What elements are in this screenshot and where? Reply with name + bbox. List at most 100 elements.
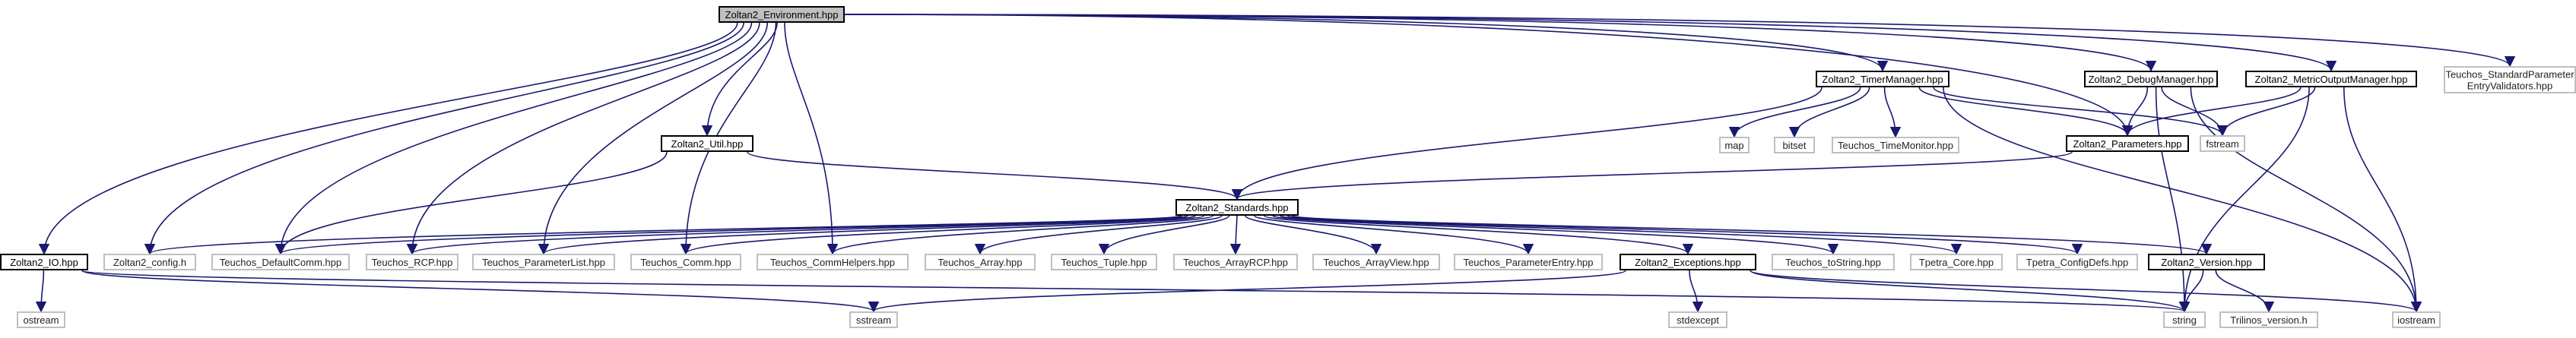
edge-timer-to-params [1918, 87, 2133, 137]
node-label-standards: Zoltan2_Standards.hpp [1185, 202, 1288, 213]
node-box-root [719, 6, 845, 23]
node-string[interactable]: string [2163, 311, 2206, 328]
node-tuple[interactable]: Teuchos_Tuple.hpp [1051, 254, 1157, 270]
node-standards[interactable]: Zoltan2_Standards.hpp [1175, 199, 1299, 216]
node-box-array [925, 254, 1036, 270]
node-version[interactable]: Zoltan2_Version.hpp [2148, 254, 2265, 270]
node-label-exceptions: Zoltan2_Exceptions.hpp [1635, 257, 1740, 268]
node-io[interactable]: Zoltan2_IO.hpp [0, 254, 88, 270]
node-box-arrayrcp [1173, 254, 1298, 270]
node-box-tpetraconfig [2016, 254, 2138, 270]
node-label-tpetracore: Tpetra_Core.hpp [1919, 257, 1994, 268]
edge-version-to-trilinos [2215, 270, 2275, 313]
node-box-comm [630, 254, 741, 270]
node-commhelpers[interactable]: Teuchos_CommHelpers.hpp [757, 254, 909, 270]
node-box-commhelpers [757, 254, 909, 270]
edge-root-to-paramlist [538, 22, 769, 255]
edge-root-to-config [144, 22, 744, 255]
edge-version-to-string [2178, 270, 2204, 313]
node-arrayrcp[interactable]: Teuchos_ArrayRCP.hpp [1173, 254, 1298, 270]
node-box-util [661, 135, 753, 152]
node-label-timer: Zoltan2_TimerManager.hpp [1822, 74, 1943, 85]
node-root[interactable]: Zoltan2_Environment.hpp [719, 6, 845, 23]
node-exceptions[interactable]: Zoltan2_Exceptions.hpp [1620, 254, 1756, 270]
edge-metric-to-params [2121, 87, 2302, 137]
node-map[interactable]: map [1719, 137, 1750, 153]
node-paramentry[interactable]: Teuchos_ParameterEntry.hpp [1454, 254, 1603, 270]
node-box-rcp [366, 254, 458, 270]
node-label-trilinos: Trilinos_version.h [2230, 314, 2307, 326]
node-array[interactable]: Teuchos_Array.hpp [925, 254, 1036, 270]
node-arrayview[interactable]: Teuchos_ArrayView.hpp [1312, 254, 1440, 270]
node-paramlist[interactable]: Teuchos_ParameterList.hpp [472, 254, 615, 270]
edge-metric-to-iostream [2343, 87, 2422, 313]
node-bitset[interactable]: bitset [1774, 137, 1815, 153]
node-trilinos[interactable]: Trilinos_version.h [2219, 311, 2318, 328]
node-config[interactable]: Zoltan2_config.h [103, 254, 196, 270]
node-label-commhelpers: Teuchos_CommHelpers.hpp [770, 257, 895, 268]
node-validators[interactable]: Teuchos_StandardParameterEntryValidators… [2444, 66, 2576, 93]
edge-root-to-debug [844, 14, 2156, 72]
node-box-fstream [2200, 135, 2245, 152]
node-label-io: Zoltan2_IO.hpp [10, 257, 78, 268]
edge-root-to-comm [680, 22, 777, 255]
node-box-arrayview [1312, 254, 1440, 270]
node-label-ostream: ostream [24, 314, 59, 326]
node-label-fstream: fstream [2206, 138, 2238, 150]
node-label-tostring: Teuchos_toString.hpp [1785, 257, 1881, 268]
edge-debug-to-iostream [2190, 87, 2422, 313]
edge-standards-to-defaultcomm [275, 215, 1182, 255]
node-iostream[interactable]: iostream [2392, 311, 2441, 328]
node-label-timemonitor: Teuchos_TimeMonitor.hpp [1838, 140, 1953, 151]
edge-root-to-commhelpers [784, 22, 839, 255]
node-label-tpetraconfig: Tpetra_ConfigDefs.hpp [2026, 257, 2128, 268]
edge-timer-to-bitset [1788, 87, 1870, 138]
node-tpetracore[interactable]: Tpetra_Core.hpp [1910, 254, 2003, 270]
node-fstream[interactable]: fstream [2200, 135, 2245, 152]
node-params[interactable]: Zoltan2_Parameters.hpp [2066, 135, 2189, 152]
node-box-defaultcomm [211, 254, 350, 270]
node-metric[interactable]: Zoltan2_MetricOutputManager.hpp [2245, 71, 2417, 87]
node-stdexcept[interactable]: stdexcept [1668, 311, 1727, 328]
edge-exceptions-to-sstream [868, 270, 1626, 313]
edge-standards-to-paramlist [538, 215, 1197, 255]
edge-standards-to-tostring [1272, 215, 1838, 255]
edge-timer-to-standards [1231, 87, 1823, 201]
node-util[interactable]: Zoltan2_Util.hpp [661, 135, 753, 152]
node-debug[interactable]: Zoltan2_DebugManager.hpp [2084, 71, 2218, 87]
node-comm[interactable]: Teuchos_Comm.hpp [630, 254, 741, 270]
node-label-bitset: bitset [1782, 140, 1806, 151]
node-box-tpetracore [1910, 254, 2003, 270]
node-ostream[interactable]: ostream [17, 311, 65, 328]
edge-standards-to-paramentry [1254, 215, 1534, 255]
node-timemonitor[interactable]: Teuchos_TimeMonitor.hpp [1832, 137, 1959, 153]
node-box-tostring [1772, 254, 1895, 270]
node-label-stdexcept: stdexcept [1677, 314, 1719, 326]
node-tpetraconfig[interactable]: Tpetra_ConfigDefs.hpp [2016, 254, 2138, 270]
node-box-version [2148, 254, 2265, 270]
edge-io-to-ostream [35, 270, 47, 313]
node-label-arrayview: Teuchos_ArrayView.hpp [1323, 257, 1429, 268]
edge-standards-to-comm [680, 215, 1205, 255]
edge-util-to-defaultcomm [274, 151, 668, 255]
edge-root-to-defaultcomm [274, 22, 753, 255]
node-label-params: Zoltan2_Parameters.hpp [2073, 138, 2181, 150]
edge-timer-to-iostream [1943, 87, 2422, 313]
node-label-root: Zoltan2_Environment.hpp [725, 9, 839, 21]
node-box-paramentry [1454, 254, 1603, 270]
edge-debug-to-params [2121, 87, 2149, 137]
node-timer[interactable]: Zoltan2_TimerManager.hpp [1816, 71, 1949, 87]
node-box-debug [2084, 71, 2218, 87]
node-label-paramlist: Teuchos_ParameterList.hpp [482, 257, 605, 268]
nodes-layer: Zoltan2_Environment.hppZoltan2_TimerMana… [0, 6, 2576, 328]
node-label-config: Zoltan2_config.h [113, 257, 186, 268]
node-box-trilinos [2219, 311, 2318, 328]
node-tostring[interactable]: Teuchos_toString.hpp [1772, 254, 1895, 270]
node-box-config [103, 254, 196, 270]
node-rcp[interactable]: Teuchos_RCP.hpp [366, 254, 458, 270]
node-box-bitset [1774, 137, 1815, 153]
edge-root-to-io [38, 22, 738, 255]
node-sstream[interactable]: sstream [849, 311, 898, 328]
node-defaultcomm[interactable]: Teuchos_DefaultComm.hpp [211, 254, 350, 270]
